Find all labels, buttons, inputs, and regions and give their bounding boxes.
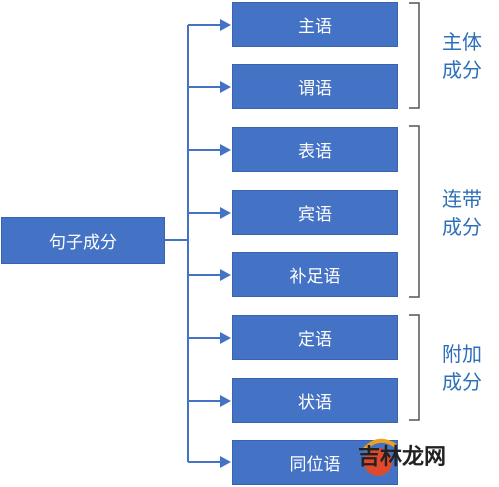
arrow-head: [220, 269, 231, 281]
node-label: 主语: [298, 17, 332, 37]
group-label-line: 附加: [442, 342, 482, 366]
group-label-linked: 连带 成分: [442, 185, 482, 241]
node-complement: 补足语: [232, 252, 398, 297]
node-label: 定语: [298, 330, 332, 350]
arrow-head: [220, 395, 231, 407]
arrow-head: [220, 81, 231, 93]
node-label: 表语: [298, 142, 332, 162]
node-label: 宾语: [298, 205, 332, 225]
group-label-line: 成分: [442, 58, 482, 82]
node-adverbial: 状语: [232, 378, 398, 423]
node-label: 同位语: [289, 455, 341, 475]
node-object: 宾语: [232, 190, 398, 235]
arrow-head: [220, 144, 231, 156]
group-label-line: 成分: [442, 370, 482, 394]
arrow-head: [220, 19, 231, 31]
group-label-line: 连带: [442, 187, 482, 211]
arrow-head: [220, 456, 231, 468]
node-predicate: 谓语: [232, 64, 398, 109]
group-label-line: 成分: [442, 215, 482, 239]
node-predicative: 表语: [232, 127, 398, 172]
arrow-head: [220, 332, 231, 344]
arrow-head: [220, 207, 231, 219]
watermark-text: 吉林龙网: [358, 445, 447, 470]
node-label: 谓语: [298, 79, 332, 99]
node-subject: 主语: [232, 2, 398, 47]
node-attribute: 定语: [232, 315, 398, 360]
node-label: 补足语: [289, 267, 341, 287]
node-label: 状语: [298, 393, 332, 413]
group-label-additional: 附加 成分: [442, 340, 482, 396]
root-node: 句子成分: [1, 217, 165, 264]
root-label: 句子成分: [49, 233, 117, 253]
watermark-logo: [362, 438, 398, 476]
group-label-main: 主体 成分: [442, 28, 482, 84]
group-label-line: 主体: [442, 30, 482, 54]
